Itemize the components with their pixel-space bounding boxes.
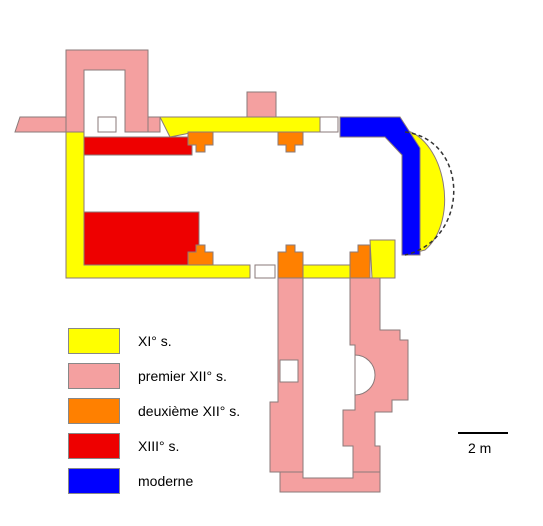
pillar-1 bbox=[187, 131, 214, 153]
opening-south bbox=[254, 264, 276, 279]
modern-wall bbox=[339, 116, 421, 256]
opening-west bbox=[97, 116, 117, 133]
north-wall-pink bbox=[147, 116, 161, 133]
phase-xiii bbox=[83, 136, 200, 266]
legend-swatch-deuxieme-xii bbox=[68, 398, 120, 424]
legend-swatch-premier-xii bbox=[68, 363, 120, 389]
legend-item-premier-xii: premier XII° s. bbox=[68, 363, 227, 389]
legend-item-xi: XI° s. bbox=[68, 328, 172, 354]
nave-west-wall bbox=[269, 277, 304, 493]
legend-swatch-xiii bbox=[68, 433, 120, 459]
legend-label-premier-xii: premier XII° s. bbox=[138, 368, 227, 384]
opening-north bbox=[319, 116, 339, 133]
pillar-4 bbox=[277, 244, 304, 279]
legend-label-moderne: moderne bbox=[138, 473, 194, 489]
south-wall-xi-east bbox=[302, 264, 351, 279]
phase-deuxieme-xii bbox=[187, 131, 371, 279]
pillar-3 bbox=[187, 244, 214, 266]
legend-item-deuxieme-xii: deuxième XII° s. bbox=[68, 398, 240, 424]
legend-label-xi: XI° s. bbox=[138, 333, 172, 349]
scale-bar bbox=[458, 432, 508, 434]
phase-moderne bbox=[339, 116, 421, 256]
south-room-xiii bbox=[83, 211, 200, 266]
south-east-block-xi bbox=[369, 239, 396, 279]
legend-label-deuxieme-xii: deuxième XII° s. bbox=[138, 403, 241, 419]
west-range-wall bbox=[65, 131, 251, 279]
niche-semicircle bbox=[354, 354, 376, 396]
west-wall-segment bbox=[14, 116, 67, 133]
pillar-2 bbox=[277, 131, 304, 153]
legend-item-xiii: XIII° s. bbox=[68, 433, 179, 459]
openings bbox=[97, 116, 376, 396]
nave-east-wall bbox=[342, 277, 409, 493]
phase-premier-xii bbox=[14, 49, 409, 493]
north-room-xiii bbox=[83, 136, 193, 156]
legend-swatch-xi bbox=[68, 328, 120, 354]
opening-nave bbox=[279, 359, 299, 383]
buttress-north bbox=[246, 91, 277, 118]
pillar-5 bbox=[349, 244, 371, 279]
scale-label: 2 m bbox=[468, 440, 492, 456]
legend-item-moderne: moderne bbox=[68, 468, 193, 494]
legend-label-xiii: XIII° s. bbox=[138, 438, 180, 454]
apse-dashed-outline bbox=[404, 131, 455, 256]
nave-south-wall bbox=[279, 471, 381, 493]
legend-swatch-moderne bbox=[68, 468, 120, 494]
